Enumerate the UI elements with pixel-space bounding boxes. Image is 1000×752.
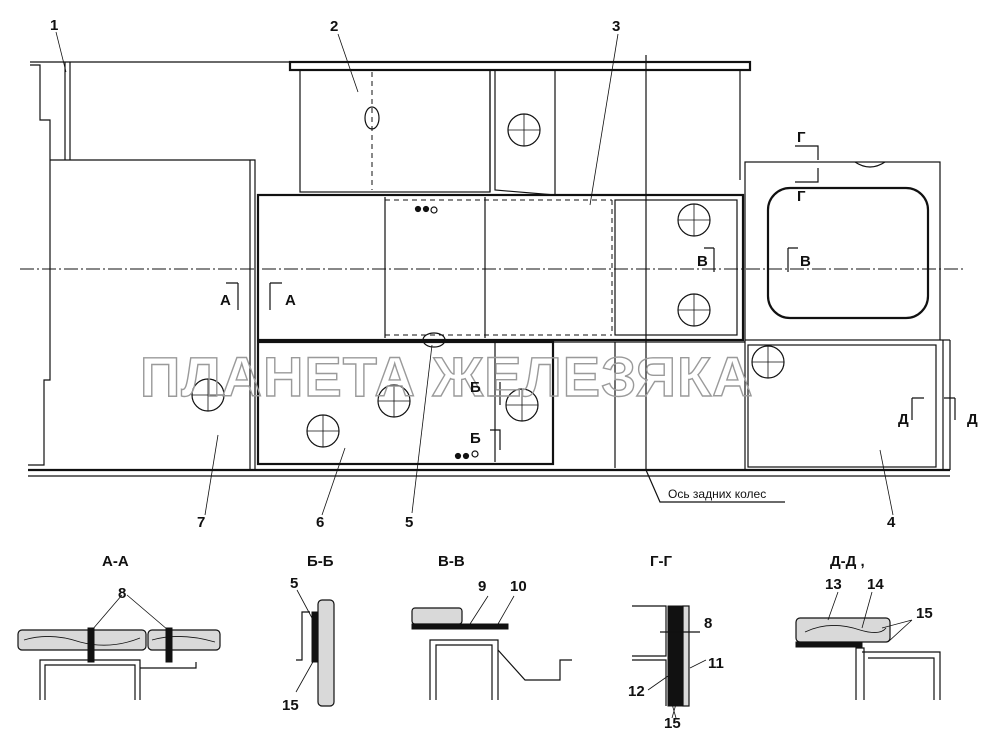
section-mark-g-top: Г bbox=[797, 129, 806, 146]
section-dd bbox=[795, 591, 941, 700]
section-mark-a-left: А bbox=[220, 292, 231, 309]
section-vv-label-9: 9 bbox=[478, 578, 486, 595]
section-bb bbox=[295, 589, 335, 707]
bolt-cluster-bottom bbox=[454, 450, 479, 460]
section-aa bbox=[17, 594, 221, 700]
callout-3: 3 bbox=[612, 18, 620, 35]
plan-view bbox=[20, 31, 965, 516]
watermark: ПЛАНЕТА ЖЕЛЕЗЯКА bbox=[140, 345, 754, 408]
section-gg-title: Г-Г bbox=[650, 553, 672, 570]
section-gg-label-12: 12 bbox=[628, 683, 645, 700]
callout-4: 4 bbox=[887, 514, 896, 531]
callout-6: 6 bbox=[316, 514, 324, 531]
section-mark-d-right: Д bbox=[967, 411, 978, 428]
callout-2: 2 bbox=[330, 18, 338, 35]
section-aa-title: А-А bbox=[102, 553, 129, 570]
section-vv-label-10: 10 bbox=[510, 578, 527, 595]
hatch-opening bbox=[766, 186, 930, 320]
section-dd-label-13: 13 bbox=[825, 576, 842, 593]
middle-panel bbox=[256, 193, 745, 342]
section-mark-b-bottom: Б bbox=[470, 430, 481, 447]
section-mark-d-left: Д bbox=[898, 411, 909, 428]
section-mark-v-right: В bbox=[800, 253, 811, 270]
section-vv-title: В-В bbox=[438, 553, 465, 570]
section-dd-label-14: 14 bbox=[867, 576, 884, 593]
callout-1: 1 bbox=[50, 17, 58, 34]
section-bb-title: Б-Б bbox=[307, 553, 334, 570]
mounting-holes bbox=[191, 113, 785, 448]
callout-5: 5 bbox=[405, 514, 413, 531]
section-gg-label-11: 11 bbox=[708, 655, 724, 672]
section-gg-label-8: 8 bbox=[704, 615, 712, 632]
callout-7: 7 bbox=[197, 514, 205, 531]
section-aa-label-8: 8 bbox=[118, 585, 126, 602]
section-vv bbox=[411, 595, 572, 700]
rear-axle-caption: Ось задних колес bbox=[668, 487, 766, 501]
break-line-left bbox=[28, 64, 51, 466]
top-flange bbox=[288, 60, 752, 72]
section-mark-g-bottom: Г bbox=[797, 188, 806, 205]
section-gg bbox=[632, 605, 707, 719]
section-mark-v-left: В bbox=[697, 253, 708, 270]
section-bb-label-15: 15 bbox=[282, 697, 299, 714]
section-mark-a-right: А bbox=[285, 292, 296, 309]
section-mark-b-top: Б bbox=[470, 379, 481, 396]
section-gg-label-15: 15 bbox=[664, 715, 681, 732]
bottom-panel-6 bbox=[256, 340, 555, 466]
bolt-cluster-top bbox=[414, 205, 438, 214]
section-bb-label-5: 5 bbox=[290, 575, 298, 592]
axis-caption-leader bbox=[645, 469, 785, 503]
fastener-5 bbox=[422, 332, 446, 348]
section-dd-title: Д-Д , bbox=[830, 553, 865, 570]
bottom-panel-4 bbox=[747, 344, 937, 468]
section-dd-label-15: 15 bbox=[916, 605, 933, 622]
